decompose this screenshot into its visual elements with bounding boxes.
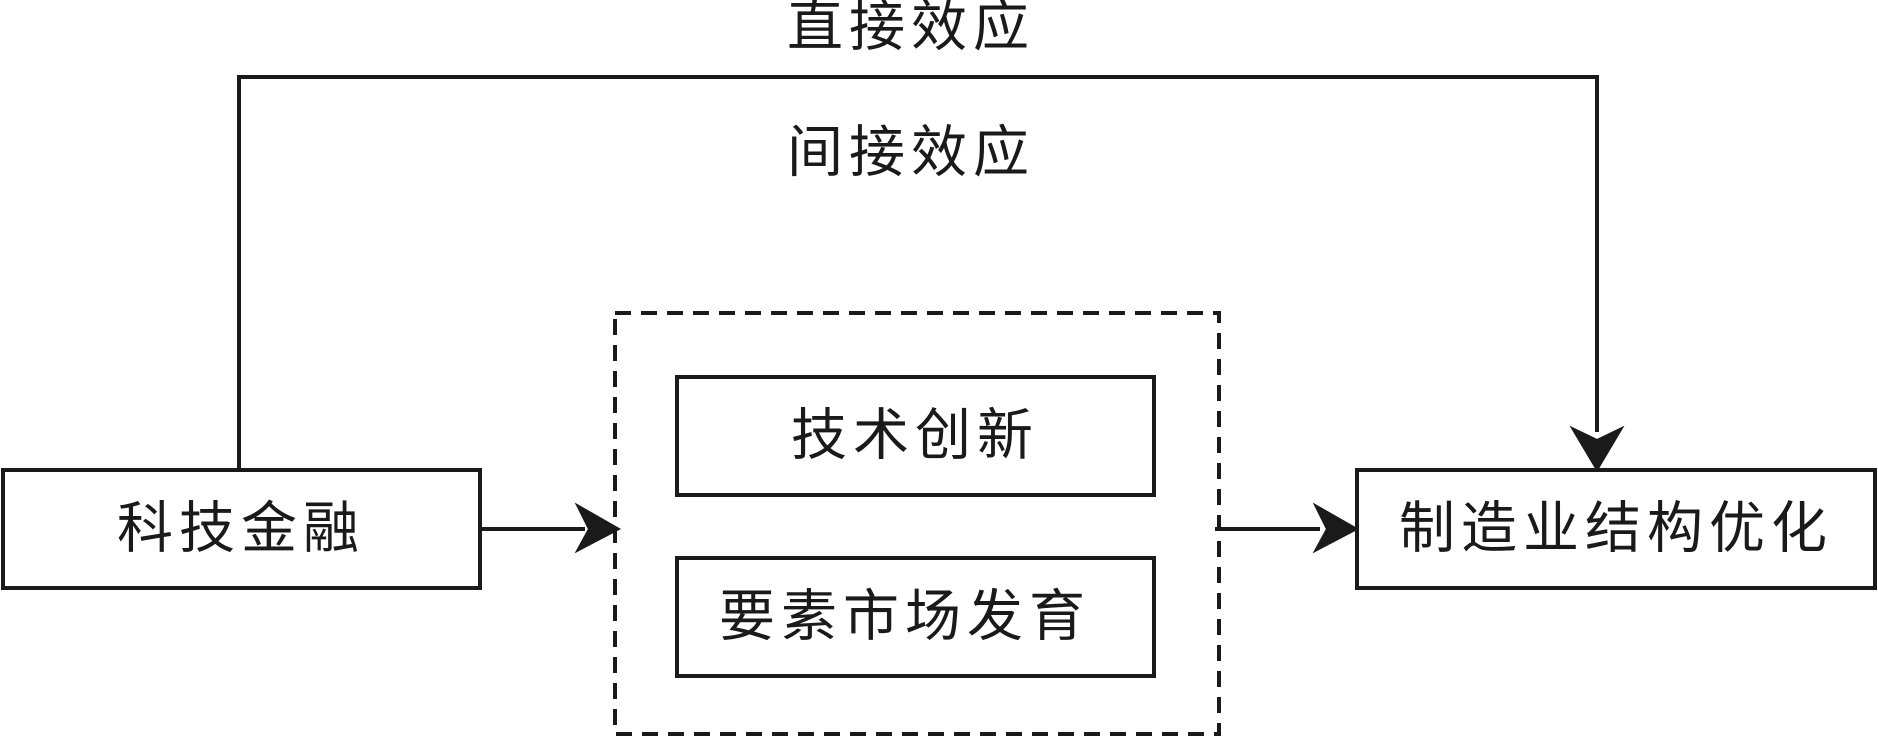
source-to-mediator-arrowhead [574, 502, 622, 554]
mediator-1-label: 技术创新 [791, 404, 1039, 469]
direct-effect-path [237, 75, 1599, 470]
target-node-box [1355, 468, 1877, 590]
mediator-group-box [613, 311, 1221, 736]
target-node-label: 制造业结构优化 [1399, 497, 1833, 562]
source-node-box [1, 468, 482, 590]
mediator-1-box [675, 375, 1156, 497]
direct-effect-label: 直接效应 [787, 0, 1035, 60]
mediator-2-label: 要素市场发育 [719, 585, 1091, 650]
direct-effect-arrowhead [1569, 425, 1625, 472]
mediator-2-box [675, 556, 1156, 678]
mediator-to-target-arrowhead [1312, 502, 1360, 554]
source-node-label: 科技金融 [117, 497, 365, 562]
indirect-effect-label: 间接效应 [787, 121, 1035, 186]
